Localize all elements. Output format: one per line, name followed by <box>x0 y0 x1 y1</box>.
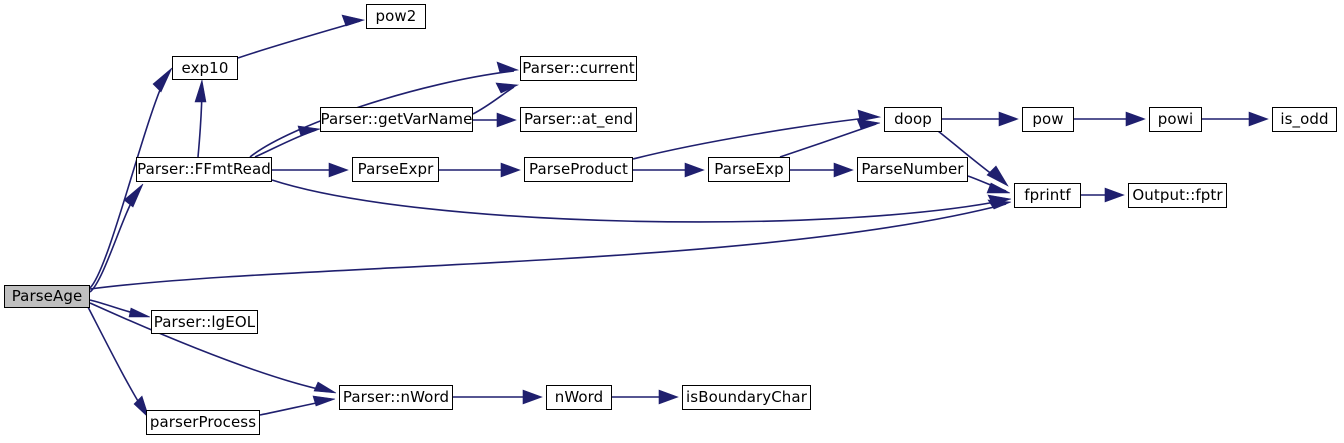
call-node-label: isBoundaryChar <box>686 388 807 406</box>
call-node-label: powi <box>1157 110 1194 128</box>
call-edge-fprintf-to-outputfptr <box>1081 187 1125 203</box>
call-node-parseage[interactable]: ParseAge <box>4 285 90 308</box>
call-edge-ffmtread-to-fprintf <box>271 179 1012 223</box>
call-node-ffmtread[interactable]: Parser::FFmtRead <box>136 157 272 182</box>
call-node-label: Parser::at_end <box>523 110 633 128</box>
call-node-exp10[interactable]: exp10 <box>172 56 238 80</box>
call-node-label: Parser::getVarName <box>320 110 473 128</box>
call-node-outputfptr[interactable]: Output::fptr <box>1128 183 1227 208</box>
call-node-label: fprintf <box>1024 186 1071 204</box>
call-edge-doop-to-fprintf <box>937 130 1009 187</box>
call-edge-parseexpr-to-parseproduct <box>439 162 521 178</box>
call-node-label: Parser::FFmtRead <box>137 160 271 178</box>
call-node-doop[interactable]: doop <box>884 107 942 132</box>
call-node-label: ParseExp <box>714 160 784 178</box>
call-node-current[interactable]: Parser::current <box>520 56 637 81</box>
call-node-pow[interactable]: pow <box>1022 107 1074 132</box>
call-edge-parseage-to-lgeol <box>89 299 151 318</box>
call-edge-parseproduct-to-doop <box>632 109 882 160</box>
call-edge-doop-to-pow <box>942 111 1019 127</box>
call-node-label: Parser::current <box>522 59 635 77</box>
call-node-label: nWord <box>554 388 604 406</box>
call-node-is_odd[interactable]: is_odd <box>1272 107 1337 132</box>
call-edge-parseexp-to-doop <box>779 118 881 158</box>
call-node-label: exp10 <box>181 58 229 77</box>
call-node-label: pow2 <box>375 7 417 25</box>
call-node-fprintf[interactable]: fprintf <box>1014 183 1081 208</box>
call-edge-parsenumber-to-fprintf <box>967 175 1011 194</box>
call-node-getvarname[interactable]: Parser::getVarName <box>320 107 473 132</box>
call-edge-parseage-to-fprintf <box>89 199 1012 290</box>
call-node-label: ParseAge <box>11 287 83 305</box>
call-node-label: Parser::nWord <box>342 388 450 406</box>
call-node-label: parserProcess <box>149 413 257 431</box>
call-edge-ffmtread-to-getvarname <box>254 125 321 158</box>
call-node-pow2[interactable]: pow2 <box>366 4 426 29</box>
call-node-parseproduct[interactable]: ParseProduct <box>524 157 633 182</box>
call-edge-getvarname-to-current <box>472 82 520 115</box>
call-edge-ffmtread-to-current <box>249 61 520 158</box>
call-node-parserprocess[interactable]: parserProcess <box>146 410 260 435</box>
call-edge-parseage-to-parserprocess <box>87 306 150 420</box>
call-edge-getvarname-to-at_end <box>473 112 517 128</box>
call-node-label: ParseNumber <box>861 160 964 178</box>
call-node-nword[interactable]: nWord <box>546 385 612 410</box>
call-node-nword_parser[interactable]: Parser::nWord <box>339 385 453 410</box>
call-node-label: doop <box>894 110 932 128</box>
call-node-label: ParseExpr <box>357 160 434 178</box>
call-edge-parseproduct-to-parseexp <box>633 162 705 178</box>
call-edge-ffmtread-to-exp10 <box>194 79 207 158</box>
call-node-isboundary[interactable]: isBoundaryChar <box>682 385 811 410</box>
call-edge-nword_parser-to-nword <box>453 389 543 405</box>
call-node-parseexp[interactable]: ParseExp <box>708 157 790 182</box>
call-node-label: Parser::lgEOL <box>153 312 256 331</box>
call-node-powi[interactable]: powi <box>1149 107 1202 132</box>
call-edge-nword-to-isboundary <box>612 389 679 405</box>
call-edge-parseage-to-ffmtread <box>89 183 144 293</box>
call-edge-exp10-to-pow2 <box>237 14 366 59</box>
call-node-parseexpr[interactable]: ParseExpr <box>352 157 439 182</box>
call-node-parsenumber[interactable]: ParseNumber <box>857 157 968 182</box>
call-node-lgeol[interactable]: Parser::lgEOL <box>151 310 258 334</box>
call-node-label: pow <box>1032 110 1064 128</box>
call-node-label: is_odd <box>1280 110 1329 128</box>
call-edge-parseexp-to-parsenumber <box>790 162 854 178</box>
call-node-at_end[interactable]: Parser::at_end <box>520 107 637 132</box>
call-edge-ffmtread-to-parseexpr <box>272 162 349 178</box>
call-edge-parserprocess-to-nword_parser <box>259 395 336 416</box>
call-node-label: ParseProduct <box>529 160 628 178</box>
call-edge-parseage-to-exp10 <box>89 67 173 289</box>
call-node-label: Output::fptr <box>1132 186 1223 204</box>
call-edge-powi-to-is_odd <box>1202 111 1269 127</box>
call-edge-parseage-to-nword_parser <box>89 302 337 394</box>
call-edge-pow-to-powi <box>1074 111 1146 127</box>
